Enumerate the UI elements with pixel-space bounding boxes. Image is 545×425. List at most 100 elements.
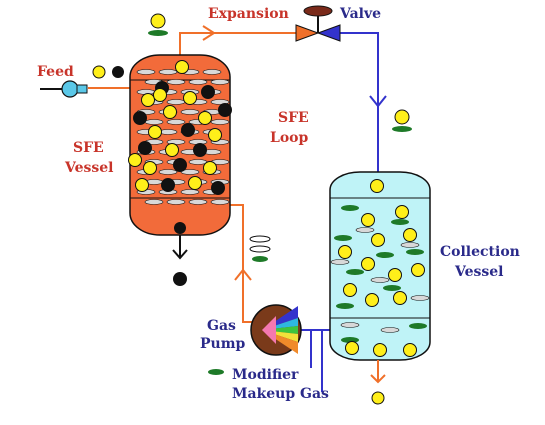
sfe-extract-particle bbox=[183, 91, 197, 105]
sfe-solvent-streak bbox=[188, 79, 208, 85]
collection-extract-particle bbox=[371, 233, 385, 247]
sfe-solvent-streak bbox=[188, 199, 208, 205]
collection-modifier-drop bbox=[334, 235, 352, 241]
sfe-matrix-particle bbox=[181, 123, 195, 137]
collection-vessel-label-line1: Collection bbox=[440, 244, 520, 260]
sfe-extract-particle bbox=[128, 153, 142, 167]
sfe-vessel-contents bbox=[128, 60, 232, 234]
collection-solvent-streak bbox=[330, 259, 350, 265]
sfe-matrix-particle bbox=[138, 141, 152, 155]
modifier-marker bbox=[208, 369, 224, 375]
sfe-extract-particle bbox=[143, 161, 157, 175]
collection-extract-particle bbox=[338, 245, 352, 259]
sfe-extract-particle bbox=[148, 125, 162, 139]
orange-flow-lines bbox=[88, 25, 298, 323]
sfe-matrix-particle bbox=[161, 178, 175, 192]
incoming-particle-group bbox=[392, 109, 412, 132]
sfe-extract-particle bbox=[163, 105, 177, 119]
sfe-matrix-particle bbox=[211, 181, 225, 195]
collection-settled-particle bbox=[373, 343, 387, 357]
sfe-matrix-particle bbox=[173, 158, 187, 172]
loop-particle-group bbox=[249, 235, 271, 262]
expansion-arrow bbox=[202, 25, 216, 41]
collection-extract-particle bbox=[361, 257, 375, 271]
modifier-label: Modifier bbox=[232, 367, 299, 383]
valve-label: Valve bbox=[339, 6, 381, 22]
sfe-solvent-streak bbox=[166, 79, 186, 85]
expansion-label: Expansion bbox=[208, 6, 289, 22]
collection-modifier-drop bbox=[409, 323, 427, 329]
sfe-matrix-particle bbox=[193, 143, 207, 157]
sfe-solvent-streak bbox=[202, 69, 222, 75]
collection-extract-particle bbox=[403, 228, 417, 242]
sfe-solvent-streak bbox=[158, 69, 178, 75]
sfe-solvent-streak bbox=[166, 119, 186, 125]
collection-modifier-drop bbox=[383, 285, 401, 291]
sfe-solvent-streak bbox=[210, 119, 230, 125]
collection-vessel bbox=[329, 171, 431, 361]
feed-pump-icon bbox=[61, 80, 79, 98]
sfe-extract-particle bbox=[165, 143, 179, 157]
sfe-solvent-streak bbox=[136, 69, 156, 75]
sfe-extract-particle bbox=[153, 88, 167, 102]
collection-modifier-drop bbox=[346, 269, 364, 275]
collection-modifier-drop bbox=[336, 303, 354, 309]
sfe-solvent-streak bbox=[210, 79, 230, 85]
sfe-solvent-streak bbox=[188, 159, 208, 165]
feed-particle-yellow bbox=[92, 65, 106, 79]
sfe-extract-particle bbox=[198, 111, 212, 125]
collection-modifier-drop bbox=[406, 249, 424, 255]
sfe-loop-label-line2: Loop bbox=[270, 130, 309, 146]
sfe-solvent-streak bbox=[180, 189, 200, 195]
sfe-solvent-streak bbox=[210, 199, 230, 205]
sfe-extract-particle bbox=[208, 128, 222, 142]
sfe-solvent-streak bbox=[180, 169, 200, 175]
sfe-matrix-particle bbox=[201, 85, 215, 99]
loop-up-arrow bbox=[234, 268, 252, 281]
sfe-vessel-label-line1: SFE bbox=[73, 140, 104, 156]
collection-solvent-streak bbox=[355, 227, 375, 233]
sfe-solvent-streak bbox=[166, 199, 186, 205]
sfe-solvent-streak bbox=[144, 199, 164, 205]
sfe-bottom-arrow bbox=[172, 249, 188, 260]
sfe-solvent-streak bbox=[158, 169, 178, 175]
collection-solvent-streak bbox=[400, 242, 420, 248]
sfe-extract-particle bbox=[141, 93, 155, 107]
collection-top-particle bbox=[370, 179, 384, 193]
gas-pump-label-line2: Pump bbox=[200, 336, 246, 352]
sfe-matrix-particle bbox=[133, 111, 147, 125]
collection-extract-particle bbox=[343, 283, 357, 297]
sfe-solvent-streak bbox=[166, 99, 186, 105]
collection-solvent-streak bbox=[380, 327, 400, 333]
sfe-extract-particle bbox=[203, 161, 217, 175]
sfe-extract-particle bbox=[188, 176, 202, 190]
expansion-line bbox=[179, 32, 298, 55]
collection-settled-particle bbox=[403, 343, 417, 357]
collection-down-arrow bbox=[369, 95, 387, 108]
makeup-gas-label: Makeup Gas bbox=[232, 386, 329, 402]
loop-return-line bbox=[230, 204, 262, 323]
sfe-waste-particle bbox=[173, 272, 187, 286]
collection-bottom-arrow bbox=[370, 374, 386, 384]
expansion-valve-icon bbox=[295, 5, 341, 42]
sfe-solvent-streak bbox=[180, 109, 200, 115]
collection-extract-particle bbox=[395, 205, 409, 219]
valve-to-collection-line bbox=[330, 32, 379, 172]
collection-extract-particle bbox=[361, 213, 375, 227]
expansion-particle-group bbox=[148, 13, 168, 36]
feed-particle-black bbox=[112, 66, 124, 78]
gas-pump-label-line1: Gas bbox=[207, 318, 236, 334]
collection-extract-particle bbox=[411, 263, 425, 277]
sfe-extract-particle bbox=[135, 178, 149, 192]
sfe-loop-label-line1: SFE bbox=[278, 110, 309, 126]
sfe-extract-particle bbox=[175, 60, 189, 74]
collection-vessel-label-line2: Vessel bbox=[454, 264, 503, 280]
collection-solvent-streak bbox=[370, 277, 390, 283]
feed-connector bbox=[76, 84, 88, 94]
sfe-matrix-particle bbox=[218, 103, 232, 117]
collection-settled-particle bbox=[345, 341, 359, 355]
collection-extract-particle bbox=[393, 291, 407, 305]
collection-extract-particle bbox=[365, 293, 379, 307]
collection-solvent-streak bbox=[410, 295, 430, 301]
